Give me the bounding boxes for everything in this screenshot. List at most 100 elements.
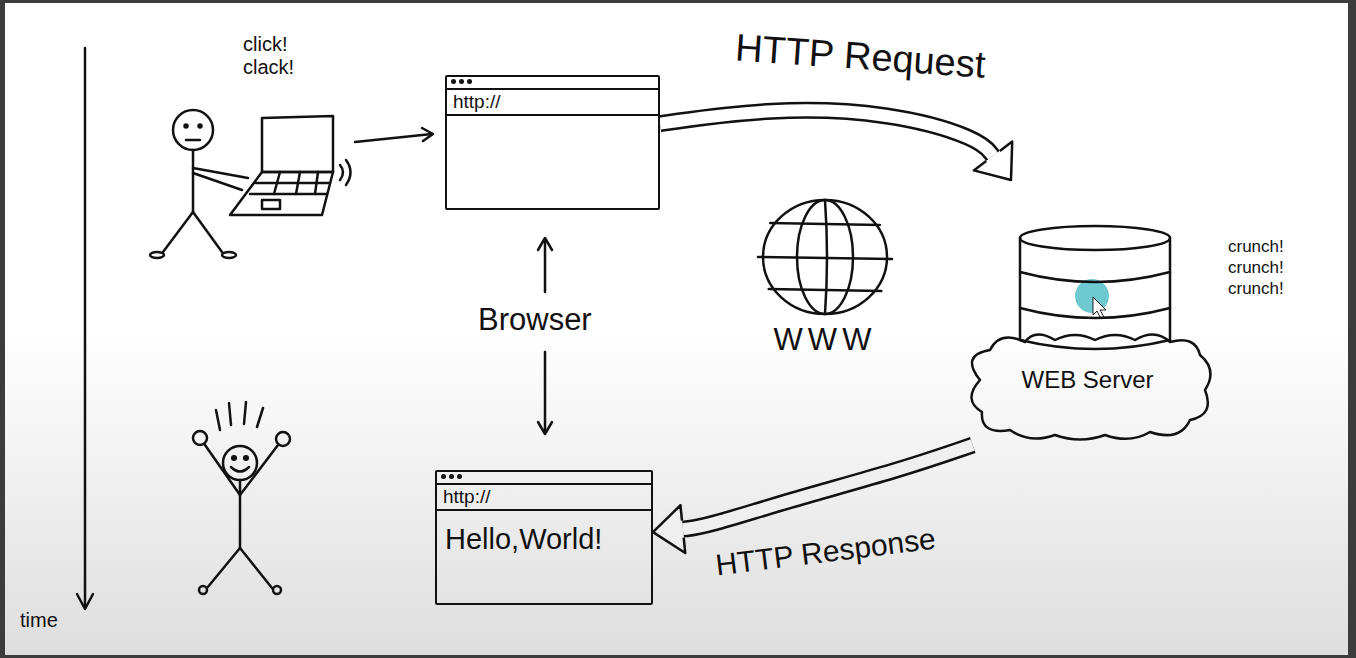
globe-outline-stroke-stroke [770,223,880,225]
arrow-shaft-hollow [660,110,993,156]
happy-user-figure [193,402,290,594]
click-arrow-stroke [422,128,433,141]
title-bar [437,472,651,485]
time-axis-stroke [84,48,87,608]
user-typing-figure [150,110,248,258]
browser-pointer-arrows-stroke [538,238,552,250]
server-cloud-outline-stroke-stroke [1019,238,1022,340]
happy-user-figure-stroke [240,548,272,588]
happy-user-figure-stroke [239,480,242,548]
happy-user-figure-stroke [232,456,236,460]
browser-pointer-arrows-stroke [538,422,552,434]
sound-effect-note: click! clack! [243,33,315,79]
user-typing-figure-stroke [193,173,242,190]
arrow-shaft-outline [683,445,973,529]
address-text: http:// [443,485,491,509]
time-axis [77,48,93,609]
happy-user-figure-stroke [273,586,281,594]
window-dot [449,474,454,479]
hollow-arrow [660,110,1012,180]
happy-user-figure-stroke [244,402,246,424]
arrow-shaft-hollow [683,445,973,529]
globe-outline-stroke-stroke [769,289,882,291]
server-cloud-outline-stroke-stroke [1020,226,1170,250]
server-cloud-outline-stroke-stroke [1020,308,1170,318]
server-cloud-outline [960,180,1215,445]
window-dot [441,474,446,479]
laptop-stroke [315,172,318,194]
globe-caption: WWW [755,323,895,357]
user-typing-figure-stroke [192,150,195,212]
laptop-stroke [256,182,330,185]
click-arrow-stroke [355,134,432,142]
laptop-stroke [340,165,343,180]
browser-window: http:// [445,75,660,210]
page-body [447,116,658,140]
laptop-stroke [230,172,333,215]
server-cloud-outline-stroke-stroke [1169,238,1172,340]
server-cloud-outline-stroke-stroke [971,334,1210,439]
arrow-head [974,142,1012,180]
user-typing-figure-stroke [222,252,236,258]
click-arrow [355,128,433,142]
window-dot [467,79,472,84]
server-cloud-outline-stroke [971,226,1210,440]
address-text: http:// [453,90,501,114]
time-axis-stroke [77,594,93,609]
browser-label: Browser [478,302,592,338]
arrow-shaft-outline [660,110,993,156]
happy-user-figure-stroke [257,408,263,427]
server-label: WEB Server [1021,365,1153,395]
laptop-stroke [262,200,280,209]
happy-user-figure-stroke [193,431,207,445]
user-typing-figure-stroke [173,110,213,150]
address-bar: http:// [437,485,651,511]
laptop-stroke [274,172,280,194]
browser-pointer-arrows-stroke [544,352,547,432]
user-typing-figure-stroke [150,252,164,258]
laptop-stroke [296,172,300,194]
happy-user-figure-stroke [199,586,207,594]
axis-label: time [20,609,58,632]
cloud-caption: WEB Server [960,365,1215,395]
globe-outline-stroke-stroke [758,257,892,259]
globe-label: WWW [774,323,877,357]
page-text: Hello,World! [445,523,643,556]
happy-user-figure-stroke [276,432,290,446]
user-typing-figure-stroke [186,139,200,142]
address-bar: http:// [447,90,658,116]
happy-user-figure-stroke [231,467,249,472]
window-dot [451,79,456,84]
page-body: Hello,World! [437,511,651,568]
browser-pointer-arrows-stroke [544,240,547,292]
user-typing-figure-stroke [193,212,222,252]
user-typing-figure-stroke [199,125,202,128]
laptop-stroke [346,160,351,185]
title-bar [447,77,658,90]
web-server: WEB Server [960,180,1215,445]
sound-effect-note: crunch! crunch! crunch! [1228,236,1310,299]
happy-user-figure-stroke [205,445,240,495]
paper-ground [5,3,1348,655]
laptop-stroke [262,116,333,172]
happy-user-figure-stroke [207,548,240,588]
mouse-cursor-stroke [1093,297,1106,319]
happy-user-figure-stroke [229,403,231,425]
happy-user-figure-stroke [244,456,248,460]
server-cloud-outline-stroke-stroke [1020,272,1170,282]
mouse-cursor [1075,279,1109,319]
happy-user-figure-stroke [216,410,220,430]
window-dot [457,474,462,479]
browser-window: http:// Hello,World! [435,470,653,605]
laptop [230,116,351,215]
globe-outline-stroke [758,200,892,314]
arrow-head [653,505,685,553]
www-globe: WWW [755,195,895,357]
server-cloud-outline-stroke-stroke [1020,340,1170,349]
user-typing-figure-stroke [185,125,188,128]
happy-user-figure-stroke [240,445,278,495]
happy-user-figure-stroke [223,446,257,480]
